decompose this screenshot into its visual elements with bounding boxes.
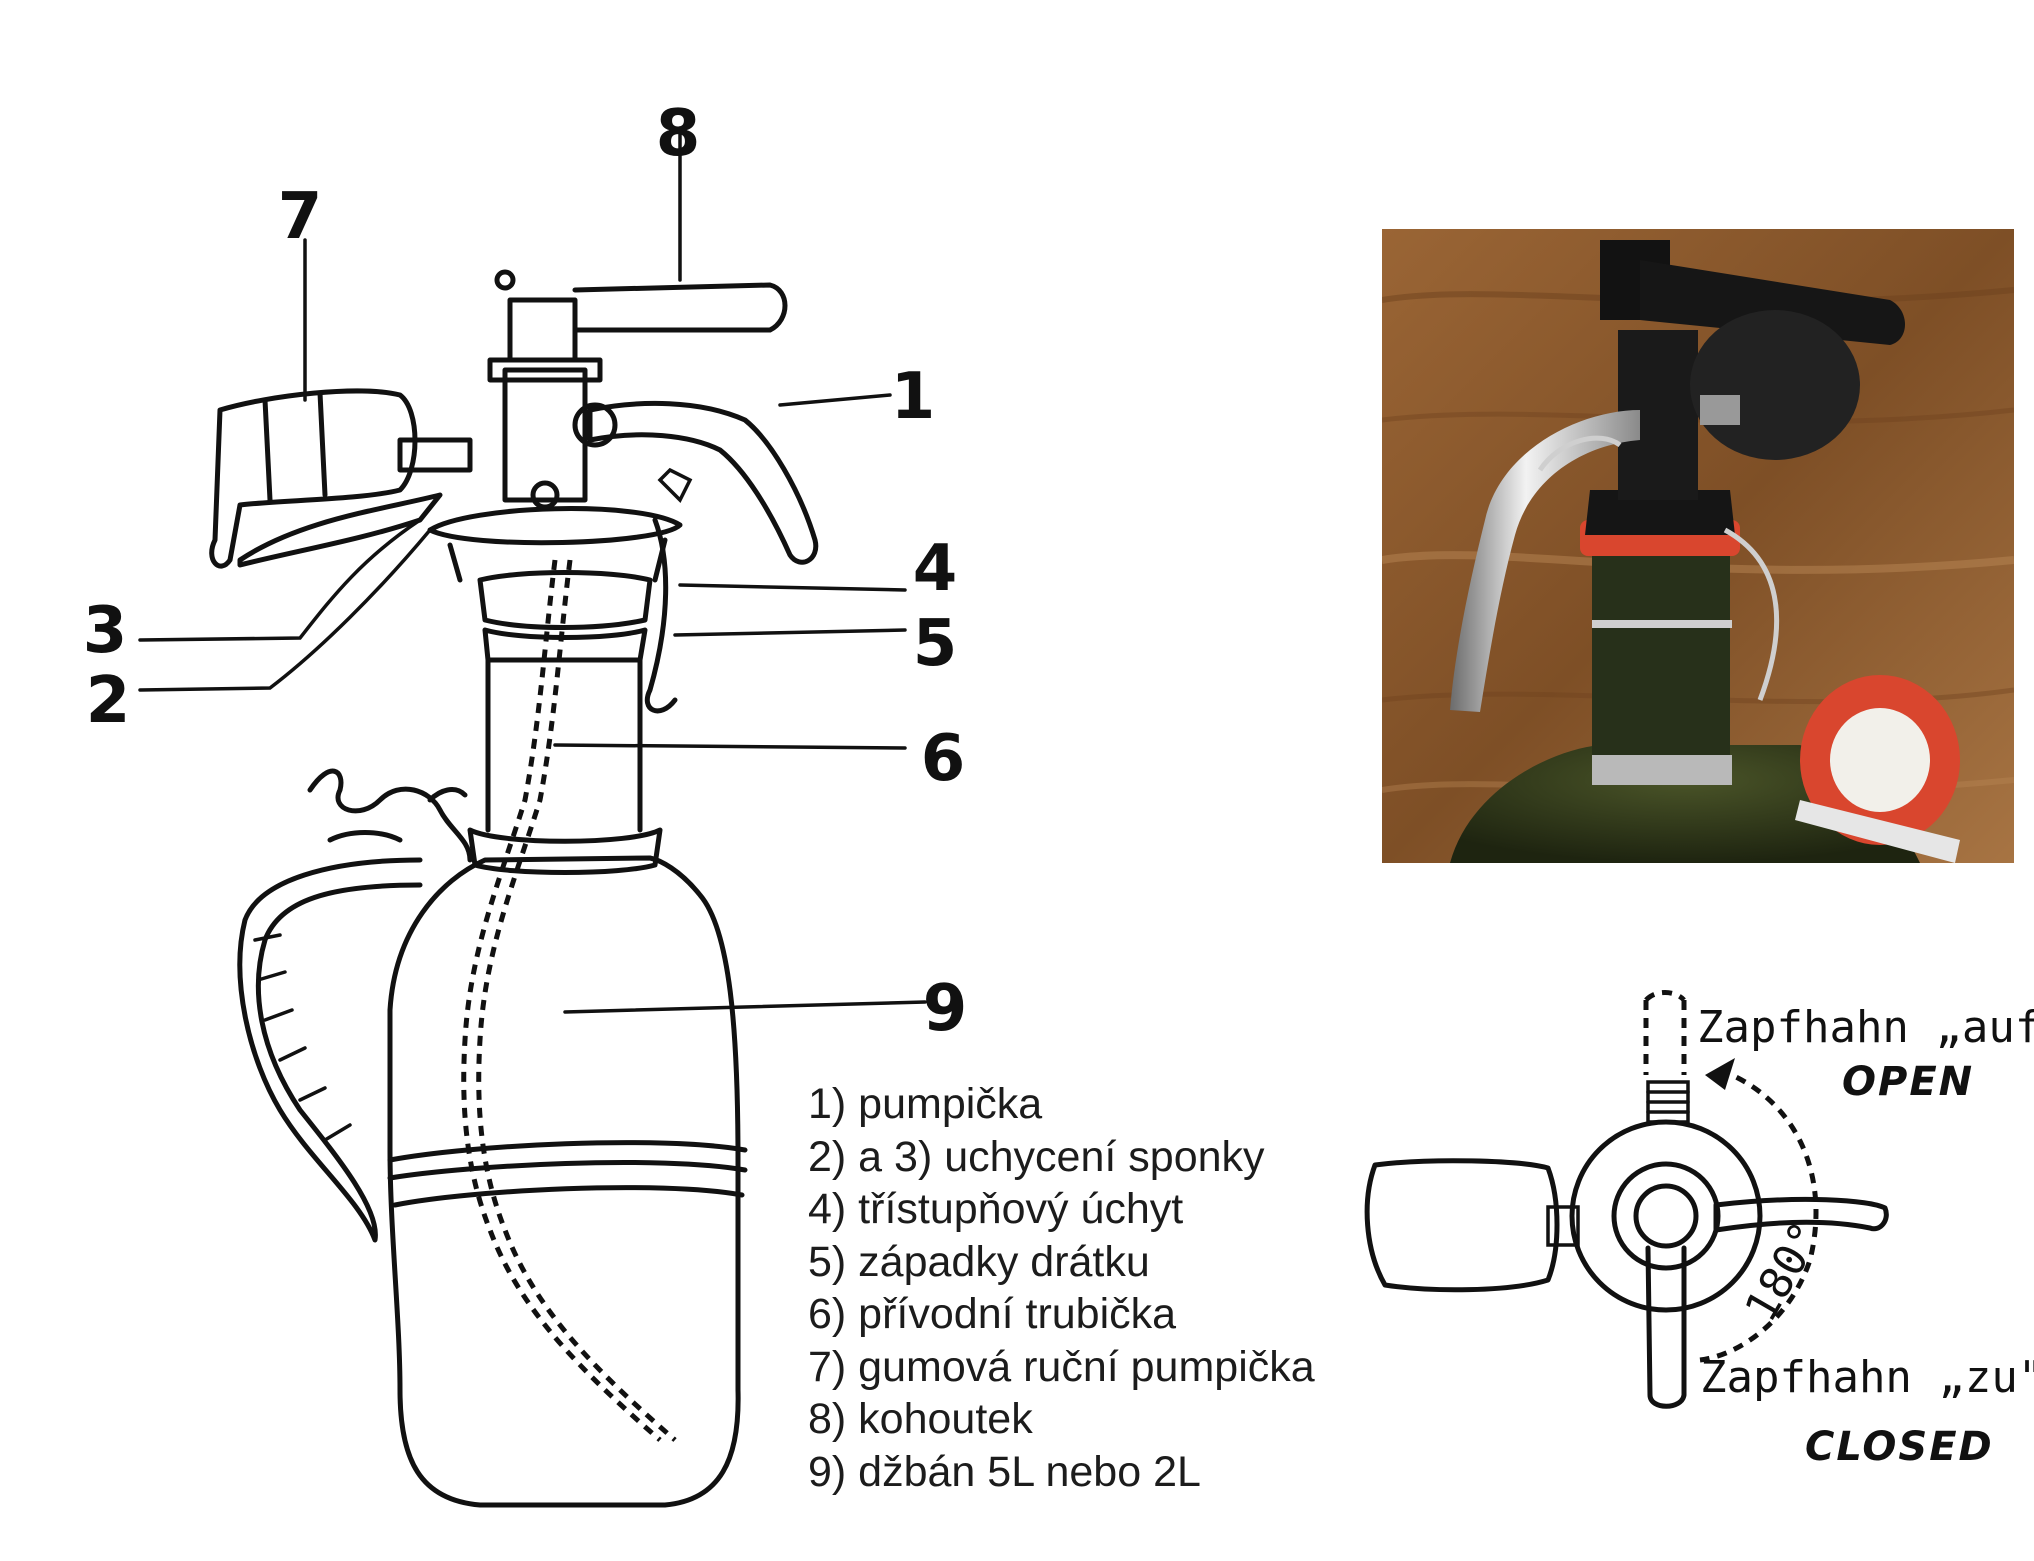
callout-5: 5	[913, 607, 958, 681]
legend-item: 9) džbán 5L nebo 2L	[808, 1447, 1201, 1496]
tap-rotation-diagram: 180° Zapfhahn „auf" OPEN Zapfhahn „zu" C…	[1364, 990, 2034, 1470]
legend-item: 2) a 3) uchycení sponky	[808, 1132, 1265, 1181]
open-label-de: Zapfhahn „auf"	[1697, 1002, 2034, 1053]
legend-item: 4) třístupňový úchyt	[808, 1185, 1184, 1233]
callout-numbers: 7 8 1 4 3 5 2 6 9	[83, 97, 968, 1046]
legend-item: 8) kohoutek	[808, 1395, 1033, 1443]
jug-illustration	[138, 126, 927, 1508]
legend-item: 6) přívodní trubička	[808, 1290, 1177, 1338]
callout-8: 8	[656, 97, 701, 171]
parts-legend: 1) pumpička 2) a 3) uchycení sponky 4) t…	[808, 1078, 1315, 1498]
closed-label-en: CLOSED	[1805, 1424, 1994, 1470]
callout-7: 7	[278, 180, 323, 254]
callout-6: 6	[921, 722, 966, 796]
open-label-en: OPEN	[1842, 1059, 1974, 1105]
product-photo	[1382, 229, 2014, 863]
legend-item: 1) pumpička	[808, 1080, 1043, 1128]
angle-label: 180°	[1735, 1213, 1832, 1330]
callout-4: 4	[913, 532, 958, 606]
legend-item: 7) gumová ruční pumpička	[808, 1342, 1315, 1391]
callout-2: 2	[86, 664, 131, 738]
callout-9: 9	[923, 972, 968, 1046]
callout-3: 3	[83, 594, 128, 668]
closed-label-de: Zapfhahn „zu"	[1700, 1352, 2034, 1403]
callout-1: 1	[891, 360, 936, 434]
legend-item: 5) západky drátku	[808, 1237, 1150, 1286]
